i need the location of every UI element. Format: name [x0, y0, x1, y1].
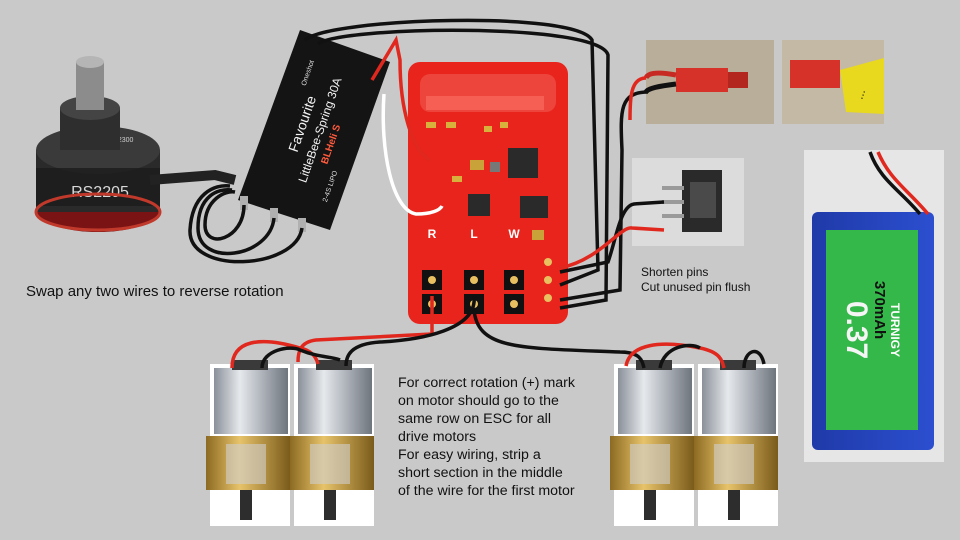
pin-label-w: W: [508, 227, 520, 241]
rotation-note-line: For easy wiring, strip a: [398, 447, 541, 463]
rotation-note: For correct rotation (+) mark on motor s…: [398, 374, 610, 500]
battery-brand: TURNIGY: [888, 303, 902, 357]
pins-note: Shorten pins Cut unused pin flush: [641, 265, 750, 295]
gear-motor-3: [610, 360, 694, 526]
pin-label-l: L: [470, 227, 477, 241]
pins-note-line-1: Shorten pins: [641, 265, 709, 279]
esc-board: Favourite LittleBee-Spring 30A BLHeli S …: [238, 30, 390, 232]
pin-label-r: R: [428, 227, 437, 241]
rotation-note-line: of the wire for the first motor: [398, 483, 575, 499]
motor-label: RS2205: [71, 184, 129, 201]
receiver-pcb: R L W: [408, 62, 568, 324]
pins-note-line-2: Cut unused pin flush: [641, 280, 751, 294]
motor-phase-wires: [188, 184, 304, 264]
gear-motor-2: [290, 360, 374, 526]
swap-rotation-note: Swap any two wires to reverse rotation: [26, 283, 284, 300]
header-pins: [422, 258, 552, 314]
gear-motor-4: [694, 360, 778, 526]
svg-text:...: ...: [852, 87, 869, 101]
drive-motor-wires: [230, 295, 766, 369]
rotation-note-line: short section in the middle: [398, 465, 563, 481]
motor-kv: KV-2300: [107, 137, 134, 144]
gear-motor-1: [206, 360, 290, 526]
power-wires: [559, 76, 665, 302]
rotation-note-line: drive motors: [398, 429, 477, 445]
brushless-motor: RS2205 KV-2300: [34, 56, 237, 232]
rotation-note-line: same row on ESC for all: [398, 411, 551, 427]
rotation-note-line: For correct rotation (+) mark: [398, 375, 575, 391]
jst-cut-photo: ...: [782, 40, 884, 124]
esc-to-pcb-wires: [303, 18, 610, 310]
jst-connector-photo: [643, 40, 774, 124]
lipo-battery-photo: TURNIGY 370mAh 0.37: [804, 150, 944, 462]
battery-spec: 0.37: [840, 301, 873, 359]
rotation-note-line: on motor should go to the: [398, 393, 559, 409]
battery-capacity: 370mAh: [871, 281, 888, 339]
